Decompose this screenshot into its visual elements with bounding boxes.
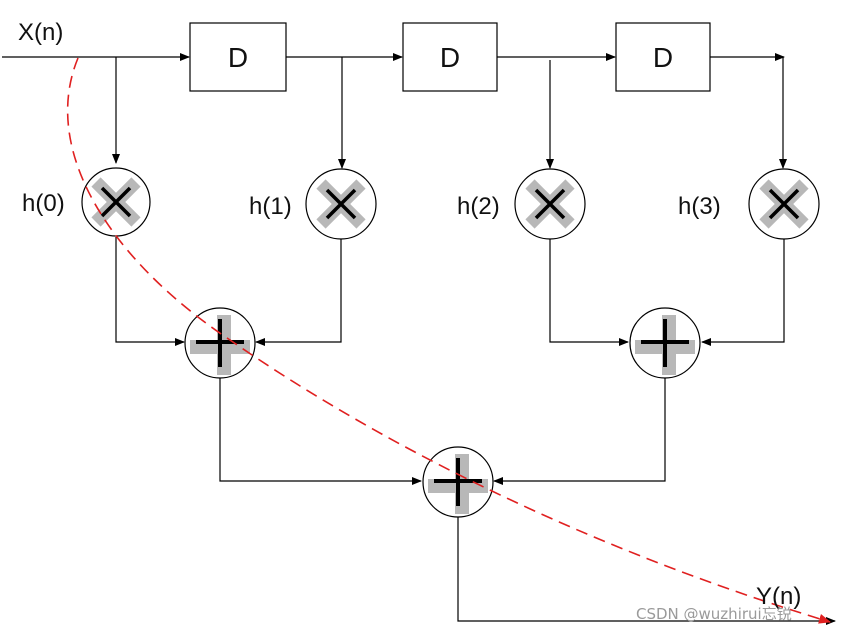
coefficient-label-2: h(2) bbox=[457, 193, 500, 220]
multiplier-0 bbox=[81, 167, 151, 237]
delay-block-3 bbox=[615, 22, 711, 92]
multiplier-2 bbox=[514, 168, 586, 240]
adder-right-to-final bbox=[493, 378, 666, 485]
multiplier-1 bbox=[305, 168, 377, 240]
multiply-icon bbox=[316, 179, 366, 229]
output-label: Y(n) bbox=[756, 583, 801, 610]
plus-icon bbox=[635, 315, 695, 375]
multiply-icon bbox=[759, 179, 809, 229]
adder-left bbox=[184, 307, 256, 379]
mult2-to-adder-right bbox=[549, 239, 629, 346]
adder-final bbox=[422, 446, 494, 518]
plus-icon bbox=[190, 315, 250, 375]
multiply-icon bbox=[91, 177, 141, 227]
coefficient-label-0: h(0) bbox=[22, 190, 65, 217]
mult0-to-adder-left bbox=[115, 237, 185, 346]
output-line bbox=[457, 517, 836, 625]
plus-icon bbox=[428, 454, 488, 514]
delay-label-2: D bbox=[440, 42, 460, 73]
coefficient-label-3: h(3) bbox=[678, 193, 721, 220]
mult3-to-adder-right bbox=[701, 239, 785, 346]
multiplier-3 bbox=[748, 168, 820, 240]
watermark: CSDN @wuzhirui忘锐 bbox=[636, 605, 792, 623]
coefficient-label-1: h(1) bbox=[249, 193, 292, 220]
delay-label-3: D bbox=[653, 42, 673, 73]
critical-path-dashed bbox=[66, 57, 831, 624]
final-adder-input-lines bbox=[219, 378, 666, 485]
adder-input-lines bbox=[115, 237, 785, 346]
adder-left-to-final bbox=[219, 378, 422, 485]
mult1-to-adder-left bbox=[255, 239, 342, 346]
delay-label-1: D bbox=[228, 42, 248, 73]
adder-right bbox=[629, 307, 701, 379]
input-label: X(n) bbox=[18, 19, 63, 46]
tap-lines bbox=[112, 57, 787, 169]
multiply-icon bbox=[525, 179, 575, 229]
delay-block-2 bbox=[402, 22, 498, 92]
delay-chain: D D D bbox=[2, 22, 785, 92]
